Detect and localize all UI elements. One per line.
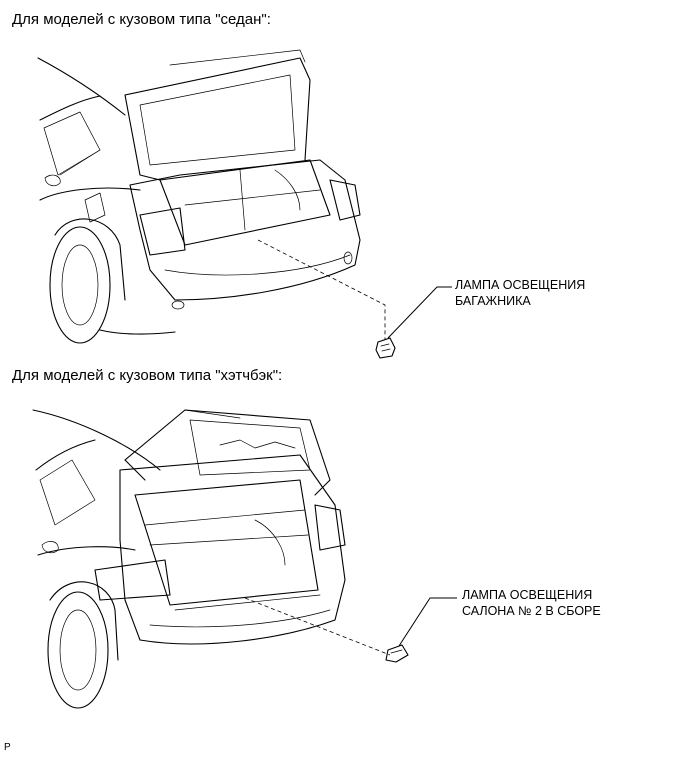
interior-lamp-callout-line1: ЛАМПА ОСВЕЩЕНИЯ: [462, 588, 593, 602]
interior-lamp-no2-part: [385, 644, 409, 663]
hatchback-section-heading: Для моделей с кузовом типа "хэтчбэк":: [12, 367, 283, 384]
reference-code: P: [4, 742, 11, 753]
luggage-lamp-callout: ЛАМПА ОСВЕЩЕНИЯ БАГАЖНИКА: [455, 277, 585, 309]
luggage-room-lamp-part: [375, 337, 396, 359]
interior-lamp-callout: ЛАМПА ОСВЕЩЕНИЯ САЛОНА № 2 В СБОРЕ: [462, 587, 601, 619]
luggage-lamp-callout-line1: ЛАМПА ОСВЕЩЕНИЯ: [455, 278, 586, 292]
hatchback-illustration: [32, 409, 457, 709]
sedan-illustration: [37, 49, 452, 359]
sedan-section-heading: Для моделей с кузовом типа "седан":: [12, 11, 271, 28]
luggage-lamp-callout-line2: БАГАЖНИКА: [455, 294, 531, 308]
interior-lamp-callout-line2: САЛОНА № 2 В СБОРЕ: [462, 604, 601, 618]
